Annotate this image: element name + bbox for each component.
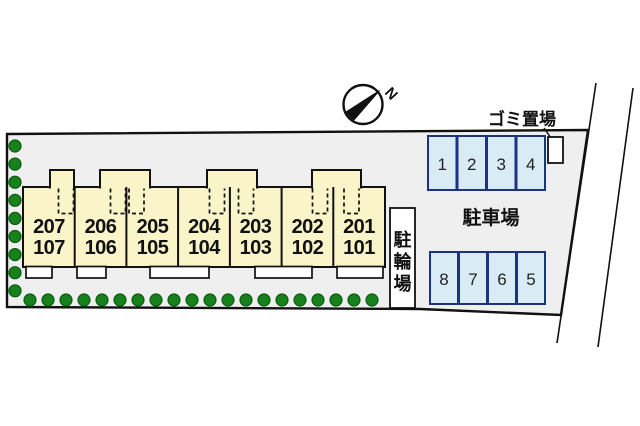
stall-number: 7: [468, 270, 477, 289]
entrance-door-dashed: [237, 188, 255, 215]
parking-stall: [456, 135, 487, 191]
tree-icon: [8, 248, 22, 262]
tree-row: [8, 139, 379, 307]
unit-label-lower: 106: [85, 237, 117, 259]
tree-icon: [41, 293, 55, 307]
entrance-door-dashed: [109, 188, 127, 215]
entrance-porch: [206, 169, 258, 189]
unit-label-upper: 206: [85, 216, 117, 238]
tree-icon: [23, 293, 37, 307]
stall-number: 5: [526, 270, 535, 289]
tree-icon: [149, 293, 163, 307]
unit-label-lower: 105: [137, 237, 169, 259]
unit-label-upper: 202: [292, 216, 324, 238]
tree-icon: [8, 211, 22, 225]
unit-label-upper: 205: [137, 216, 169, 238]
unit-label-lower: 101: [343, 237, 375, 259]
tree-icon: [95, 293, 109, 307]
unit-label-lower: 102: [292, 237, 324, 259]
unit-label-lower: 104: [188, 237, 221, 259]
entrance-door-dashed: [128, 188, 145, 215]
entrance-door-dashed: [57, 188, 75, 215]
tree-icon: [293, 293, 307, 307]
tree-icon: [347, 293, 361, 307]
unit-label-lower: 103: [240, 237, 272, 259]
entrance-door-dashed: [311, 188, 329, 215]
unit-label-upper: 203: [240, 216, 272, 238]
tree-icon: [8, 193, 22, 207]
entrance-door-dashed: [343, 188, 360, 215]
tree-icon: [113, 293, 127, 307]
compass-icon: N: [342, 83, 401, 126]
north-label: N: [381, 84, 401, 104]
stall-number: 3: [496, 155, 505, 174]
stall-number: 1: [437, 155, 446, 174]
parking-lot-label: 駐車場: [462, 206, 519, 229]
entrance-porch: [49, 169, 75, 189]
bicycle-parking-area: [389, 207, 416, 309]
bicycle-parking-label: 駐輪場: [394, 229, 413, 294]
stall-number: 2: [467, 155, 476, 174]
road-line: [556, 82, 597, 344]
tree-icon: [77, 293, 91, 307]
parking-stall: [516, 251, 546, 305]
tree-icon: [8, 284, 22, 298]
stall-number: 8: [439, 270, 448, 289]
parking-stall: [486, 135, 517, 191]
tree-icon: [221, 293, 235, 307]
entrance-porch: [99, 169, 151, 189]
tree-icon: [275, 293, 289, 307]
entrance-step: [149, 265, 210, 279]
tree-icon: [8, 266, 22, 280]
stall-number: 6: [497, 270, 506, 289]
tree-icon: [329, 293, 343, 307]
tree-icon: [257, 293, 271, 307]
entrance-step: [25, 265, 53, 279]
tree-icon: [239, 293, 253, 307]
garbage-box: [547, 136, 564, 164]
unit-label-upper: 207: [33, 216, 65, 238]
tree-icon: [185, 293, 199, 307]
unit-label-upper: 204: [188, 216, 221, 238]
garbage-area-label: ゴミ置場: [488, 109, 556, 129]
tree-icon: [8, 157, 22, 171]
tree-icon: [365, 293, 379, 307]
parking-stall: [427, 135, 458, 191]
parking-stall: [515, 135, 546, 191]
tree-icon: [8, 229, 22, 244]
stall-number: 4: [526, 155, 535, 174]
tree-icon: [311, 293, 325, 307]
entrance-step: [254, 265, 313, 279]
entrance-porch: [311, 169, 362, 189]
road-line: [597, 87, 634, 348]
tree-icon: [8, 139, 22, 153]
tree-icon: [131, 293, 145, 307]
entrance-step: [76, 265, 107, 279]
tree-icon: [8, 175, 22, 189]
unit-label-upper: 201: [343, 216, 375, 238]
tree-icon: [203, 293, 217, 307]
entrance-door-dashed: [208, 188, 226, 215]
entrance-step: [336, 265, 384, 279]
unit-label-lower: 107: [33, 237, 65, 259]
tree-icon: [167, 293, 181, 307]
tree-icon: [59, 293, 73, 307]
